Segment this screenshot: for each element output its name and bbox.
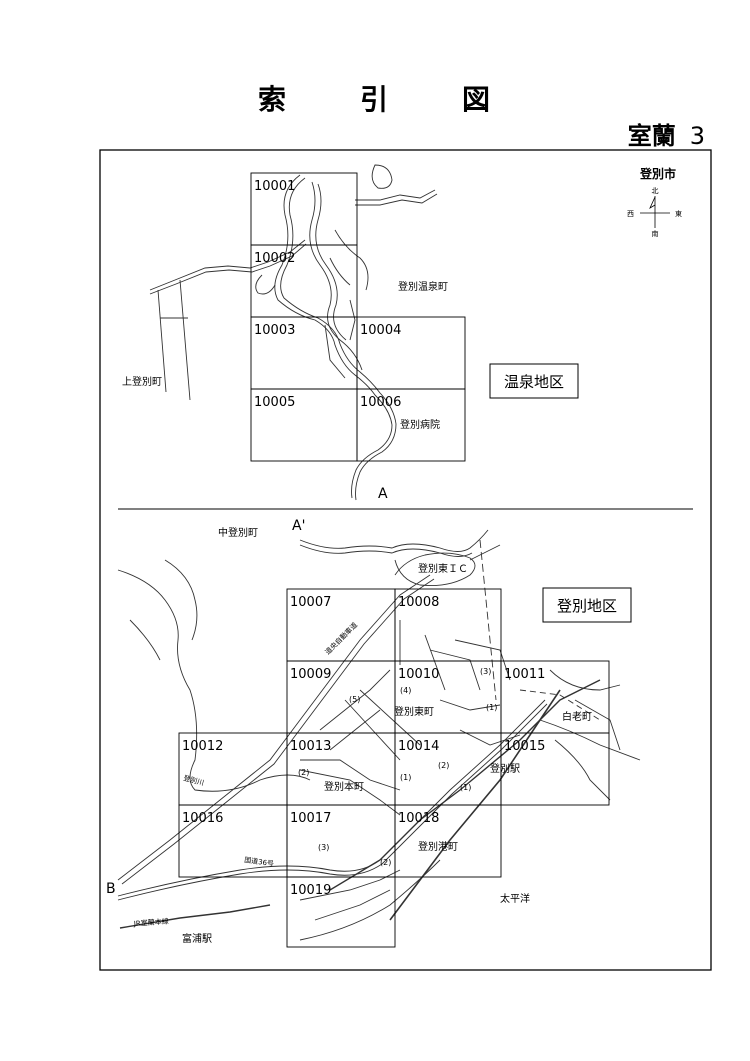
sheet-cell-10009[interactable]: 10009	[290, 667, 331, 682]
noboribetsu-district-label: 登別地区	[557, 597, 617, 615]
sheet-cell-10001[interactable]: 10001	[254, 179, 295, 194]
place-station: 登別駅	[490, 762, 520, 775]
place-port-town: 登別港町	[418, 840, 458, 853]
place-hospital: 登別病院	[400, 418, 440, 431]
sub-area-5: (5)	[349, 695, 360, 704]
sheet-cell-10008[interactable]: 10008	[398, 595, 439, 610]
sheet-cell-10005[interactable]: 10005	[254, 395, 295, 410]
compass-north: 北	[652, 187, 659, 195]
sub-area-1-station: (1)	[460, 783, 471, 792]
sub-area-1-east: (1)	[486, 703, 497, 712]
sheet-cell-10004[interactable]: 10004	[360, 323, 401, 338]
compass-city: 登別市	[639, 166, 676, 181]
sheet-cell-10006[interactable]: 10006	[360, 395, 401, 410]
title-char-2: 引	[359, 83, 390, 116]
sheet-number: 3	[689, 122, 705, 150]
place-higashi-town: 登別東町	[394, 705, 434, 718]
sheet-cell-10018[interactable]: 10018	[398, 811, 439, 826]
onsen-district-box	[489, 363, 579, 399]
place-jr-line: JR室蘭本線	[133, 917, 169, 928]
sheet-cell-10019[interactable]: 10019	[290, 883, 331, 898]
sheet-cell-10017[interactable]: 10017	[290, 811, 331, 826]
sub-area-labels: (5) (4) (3) (1) (2) (1) (2) (1) (3) (2)	[298, 667, 497, 867]
place-pacific: 太平洋	[500, 892, 530, 905]
compass-south: 南	[652, 229, 659, 238]
sheet-cell-10007[interactable]: 10007	[290, 595, 331, 610]
title-char-1: 索	[257, 83, 288, 116]
place-hon-town: 登別本町	[324, 780, 364, 793]
compass-west: 西	[627, 210, 634, 218]
sub-area-3-south: (3)	[318, 843, 329, 852]
onsen-cell-grid: 10001 10002 10003 10004 10005 10006	[250, 172, 466, 462]
onsen-roads	[149, 164, 438, 501]
compass-arrow-icon	[649, 196, 656, 210]
title-char-3: 図	[462, 83, 493, 116]
sheet-cell-10003[interactable]: 10003	[254, 323, 295, 338]
place-river: 登別川	[182, 773, 205, 787]
marker-a: A	[378, 486, 388, 502]
sheet-label: 室蘭 3	[628, 116, 705, 151]
page-title: 索引図	[0, 78, 750, 118]
place-route36: 国道36号	[244, 855, 275, 868]
noboribetsu-roads	[117, 529, 641, 941]
compass-rose: 登別市 北 西 東 南	[627, 166, 682, 238]
noboribetsu-cell-grid: 10007 10008 10009 10010 10011 10012 1001…	[178, 588, 610, 948]
place-expressway: 道央自動車道	[323, 620, 359, 656]
place-tomiura-station: 富浦駅	[182, 932, 212, 945]
place-onsen-town: 登別温泉町	[398, 280, 448, 293]
map-frame	[99, 149, 712, 971]
sheet-cell-10016[interactable]: 10016	[182, 811, 223, 826]
sheet-cell-10002[interactable]: 10002	[254, 251, 295, 266]
onsen-district-label: 温泉地区	[504, 373, 564, 391]
sub-area-3-east: (3)	[480, 667, 491, 676]
sheet-cell-10011[interactable]: 10011	[504, 667, 545, 682]
sheet-cell-10010[interactable]: 10010	[398, 667, 439, 682]
place-shiroi-town: 白老町	[562, 710, 592, 723]
place-kami-town: 上登別町	[122, 375, 162, 388]
place-naka-town: 中登別町	[218, 526, 258, 539]
region-name: 室蘭	[627, 122, 676, 150]
sub-area-2-hon: (2)	[298, 768, 309, 777]
sheet-cell-10014[interactable]: 10014	[398, 739, 439, 754]
place-ic: 登別東ＩＣ	[418, 562, 468, 575]
sheet-cell-10012[interactable]: 10012	[182, 739, 223, 754]
compass-east: 東	[675, 209, 682, 218]
sheet-cell-10013[interactable]: 10013	[290, 739, 331, 754]
sub-area-4: (4)	[400, 686, 411, 695]
sub-area-1-mid: (1)	[400, 773, 411, 782]
sub-area-2-mid: (2)	[438, 761, 449, 770]
marker-a-prime: A'	[292, 518, 305, 534]
noboribetsu-district-box	[542, 587, 632, 623]
sheet-cell-10015[interactable]: 10015	[504, 739, 545, 754]
marker-b: B	[106, 881, 116, 897]
sub-area-2-south: (2)	[380, 858, 391, 867]
